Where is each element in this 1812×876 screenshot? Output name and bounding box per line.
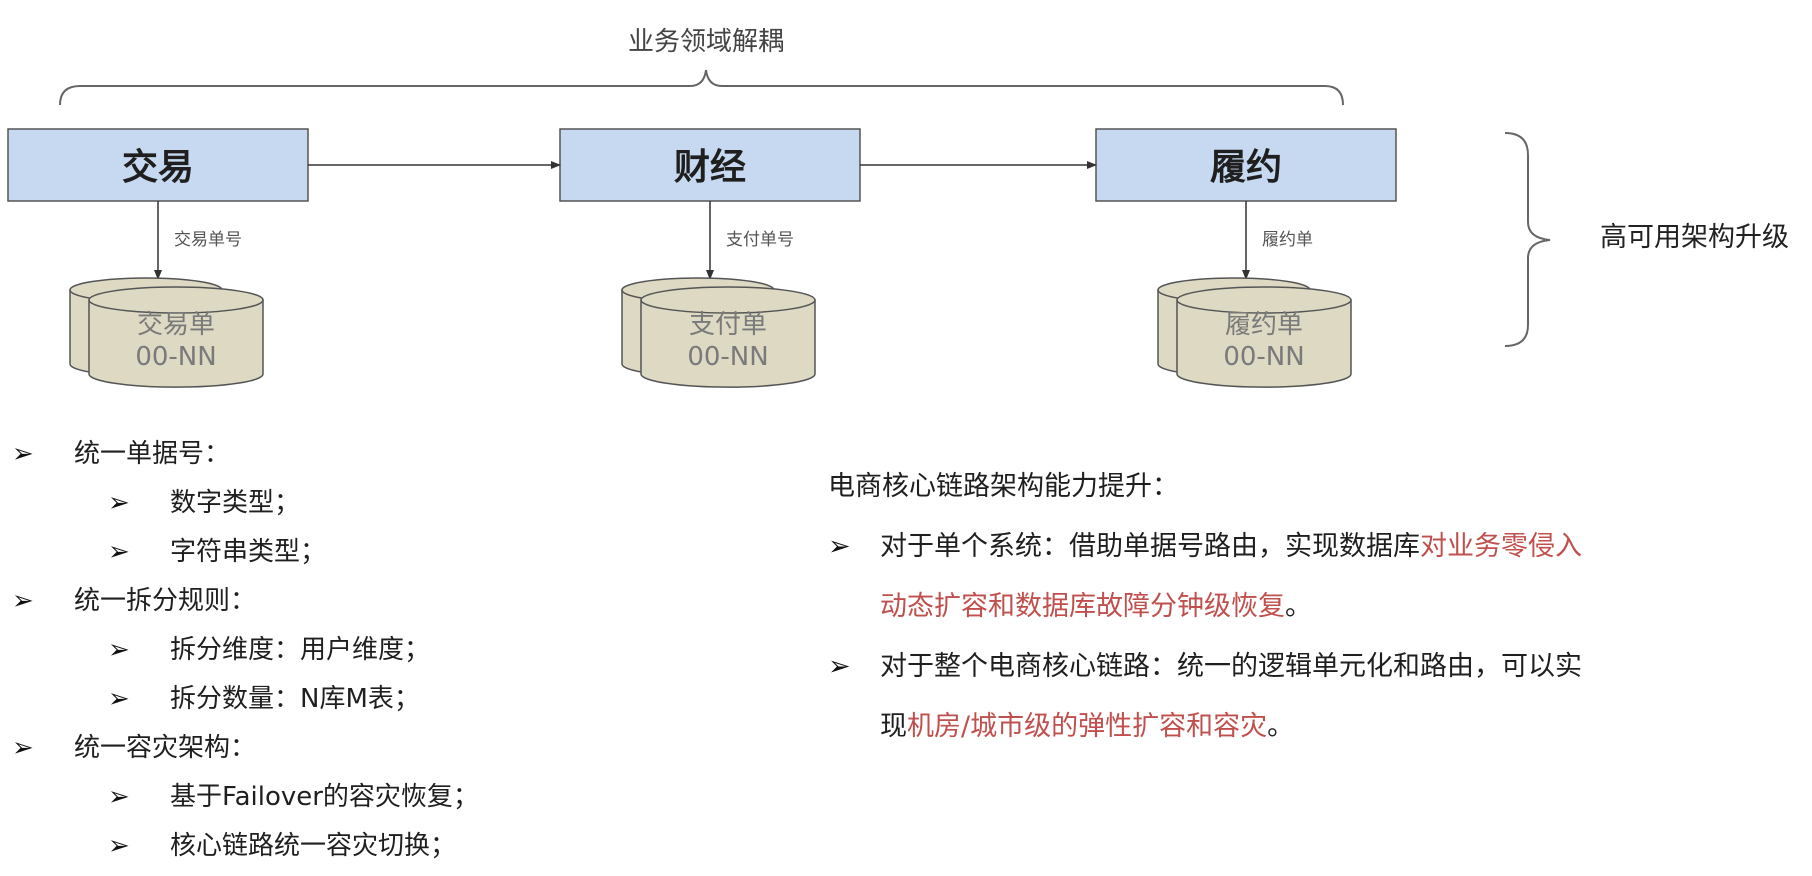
list-item: 基于Failover的容灾恢复； — [170, 782, 479, 812]
list-item: 统一单据号： — [74, 439, 231, 469]
side-label: 高可用架构升级 — [1600, 222, 1789, 253]
arrow-bullet-icon: ➢ — [108, 782, 130, 812]
list-item: 统一拆分规则： — [74, 586, 257, 616]
db-cylinder-jiaoyi — [69, 277, 264, 388]
db-cylinder-lvyue — [1157, 277, 1352, 388]
arrow-bullet-icon: ➢ — [108, 488, 130, 518]
arrow-bullet-icon: ➢ — [12, 439, 34, 469]
arrow-bullet-icon: ➢ — [108, 635, 130, 665]
right-item-1-line-1: 对于单个系统：借助单据号路由，实现数据库对业务零侵入 — [880, 533, 1582, 560]
list-item: 统一容灾架构： — [74, 733, 257, 763]
arrow-bullet-icon: ➢ — [108, 537, 130, 567]
right-item-2-line-1: 对于整个电商核心链路：统一的逻辑单元化和路由，可以实 — [880, 651, 1582, 682]
edge-label-caijing: 支付单号 — [726, 230, 794, 250]
list-item: 核心链路统一容灾切换； — [170, 831, 457, 861]
service-label-caijing: 财经 — [674, 147, 746, 188]
right-item-1-end: 。 — [1285, 591, 1312, 622]
arrow-bullet-icon: ➢ — [12, 733, 34, 763]
top-brace — [59, 69, 1344, 106]
side-brace — [1504, 132, 1551, 347]
list-item: 拆分数量：N库M表； — [170, 684, 420, 714]
arrow-bullet-icon: ➢ — [12, 586, 34, 616]
service-label-jiaoyi: 交易 — [122, 146, 194, 188]
db-cylinder-caijing — [621, 277, 816, 388]
right-item-2-end: 。 — [1267, 711, 1295, 742]
top-label: 业务领域解耦 — [628, 27, 784, 57]
db-label-jiaoyi-1: 交易单 — [137, 310, 215, 340]
right-heading: 电商核心链路架构能力提升： — [828, 471, 1179, 502]
arrow-bullet-icon: ➢ — [828, 531, 851, 562]
edge-label-lvyue: 履约单 — [1262, 230, 1313, 250]
db-label-caijing-1: 支付单 — [689, 310, 767, 340]
right-item-1-plain: 对于单个系统：借助单据号路由，实现数据库 — [880, 531, 1420, 562]
right-item-2-line-2: 现机房/城市级的弹性扩容和容灾。 — [880, 713, 1294, 740]
right-item-1-red-a: 对业务零侵入 — [1420, 531, 1582, 562]
right-item-1-red-b: 动态扩容和数据库故障分钟级恢复 — [880, 591, 1285, 622]
right-item-1-line-2: 动态扩容和数据库故障分钟级恢复。 — [880, 593, 1312, 620]
service-label-lvyue: 履约 — [1210, 147, 1282, 188]
arrow-bullet-icon: ➢ — [108, 684, 130, 714]
arrow-bullet-icon: ➢ — [828, 651, 851, 682]
edge-label-jiaoyi: 交易单号 — [174, 230, 242, 250]
service-box-jiaoyi — [7, 128, 309, 202]
service-box-caijing — [559, 128, 861, 202]
db-label-lvyue-2: 00-NN — [1223, 342, 1304, 372]
service-box-lvyue — [1095, 128, 1397, 202]
list-item: 拆分维度：用户维度； — [170, 635, 431, 665]
db-label-jiaoyi-2: 00-NN — [135, 342, 216, 372]
right-item-2-plain2: 现 — [880, 711, 907, 742]
db-label-lvyue-1: 履约单 — [1225, 310, 1303, 340]
arrow-bullet-icon: ➢ — [108, 831, 130, 861]
db-label-caijing-2: 00-NN — [687, 342, 768, 372]
list-item: 字符串类型； — [170, 537, 327, 567]
left-bullet-list: ➢ 统一单据号： ➢ 数字类型； ➢ 字符串类型； ➢ 统一拆分规则： ➢ 拆分… — [0, 0, 800, 876]
right-item-2-red: 机房/城市级的弹性扩容和容灾 — [907, 711, 1268, 742]
list-item: 数字类型； — [170, 488, 301, 518]
